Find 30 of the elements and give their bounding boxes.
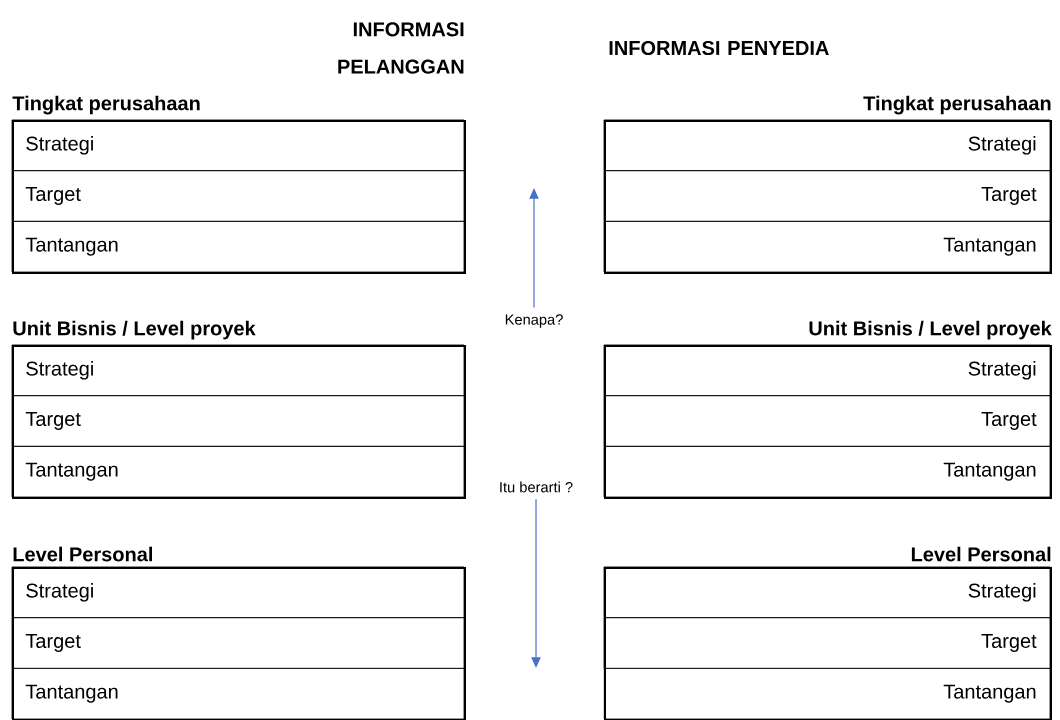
table-row: Target	[603, 170, 1051, 222]
table-row: Target	[11, 170, 465, 222]
node-label: Level Personal	[13, 546, 153, 562]
table-row: Strategi	[11, 344, 465, 397]
table-row: Tantangan	[603, 220, 1051, 273]
arrow	[531, 498, 541, 668]
table-row: Tantangan	[11, 445, 465, 498]
node-label: Tingkat perusahaan	[12, 95, 200, 115]
column-heading: INFORMASI PENYEDIA	[609, 40, 829, 56]
node-label: Unit Bisnis / Level proyek	[809, 320, 1052, 340]
node-label: Level Personal	[911, 546, 1051, 562]
table-row: Target	[603, 395, 1051, 447]
table-row: Tantangan	[11, 667, 465, 720]
table-row: Tantangan	[603, 667, 1051, 720]
table-row: Strategi	[11, 566, 465, 619]
arrow-label: Itu berarti ?	[500, 481, 573, 493]
table-row: Tantangan	[603, 445, 1051, 498]
arrow	[529, 188, 539, 309]
table-row: Strategi	[603, 119, 1051, 172]
node-label: Unit Bisnis / Level proyek	[13, 320, 256, 340]
node-label: Tingkat perusahaan	[863, 95, 1051, 115]
table-row: Target	[603, 617, 1051, 669]
table-row: Target	[11, 395, 465, 447]
table-row: Strategi	[11, 119, 465, 172]
table-row: Strategi	[603, 344, 1051, 397]
column-heading: INFORMASI PELANGGAN	[338, 22, 464, 74]
arrow-label: Kenapa?	[505, 314, 563, 328]
table-row: Strategi	[603, 566, 1051, 619]
table-row: Tantangan	[11, 220, 465, 273]
table-row: Target	[11, 617, 465, 669]
